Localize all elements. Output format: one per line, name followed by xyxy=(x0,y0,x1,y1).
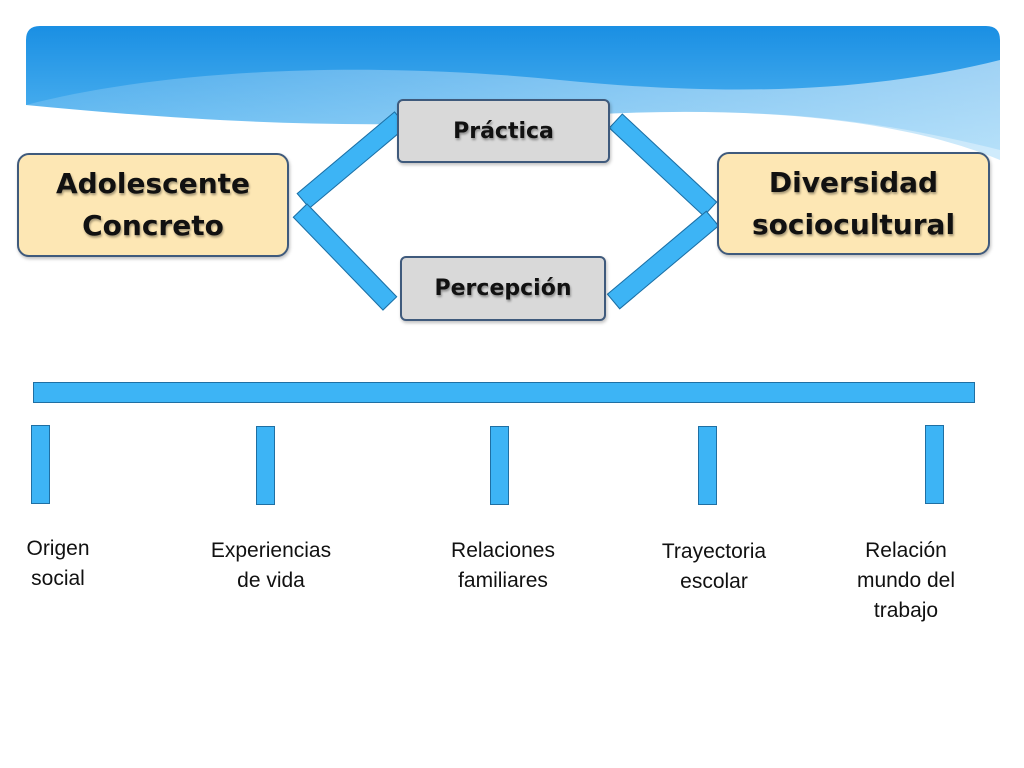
factor-label-experiencias: Experiencias de vida xyxy=(210,539,332,592)
adolescente-concreto-box: Adolescente Concreto xyxy=(17,153,289,257)
vertical-bar-trayectoria xyxy=(698,426,717,505)
percepcion-box: Percepción xyxy=(400,256,606,321)
vertical-bar-relacion-trabajo xyxy=(925,425,944,504)
vertical-bar-experiencias xyxy=(256,426,275,505)
diversidad-sociocultural-box: Diversidad sociocultural xyxy=(717,152,990,255)
vertical-bar-origen xyxy=(31,425,50,504)
vertical-bar-relaciones xyxy=(490,426,509,505)
horizontal-bar xyxy=(33,382,975,403)
factor-label-origen: Origen social xyxy=(26,537,90,590)
connector-left-bottom xyxy=(292,203,398,311)
connector-right-bottom xyxy=(606,210,720,310)
factor-label-trayectoria: Trayectoria escolar xyxy=(661,540,767,593)
practica-box: Práctica xyxy=(397,99,610,163)
factor-label-relacion-trabajo: Relación mundo del trabajo xyxy=(856,539,956,622)
factor-label-relaciones: Relaciones familiares xyxy=(451,539,555,592)
